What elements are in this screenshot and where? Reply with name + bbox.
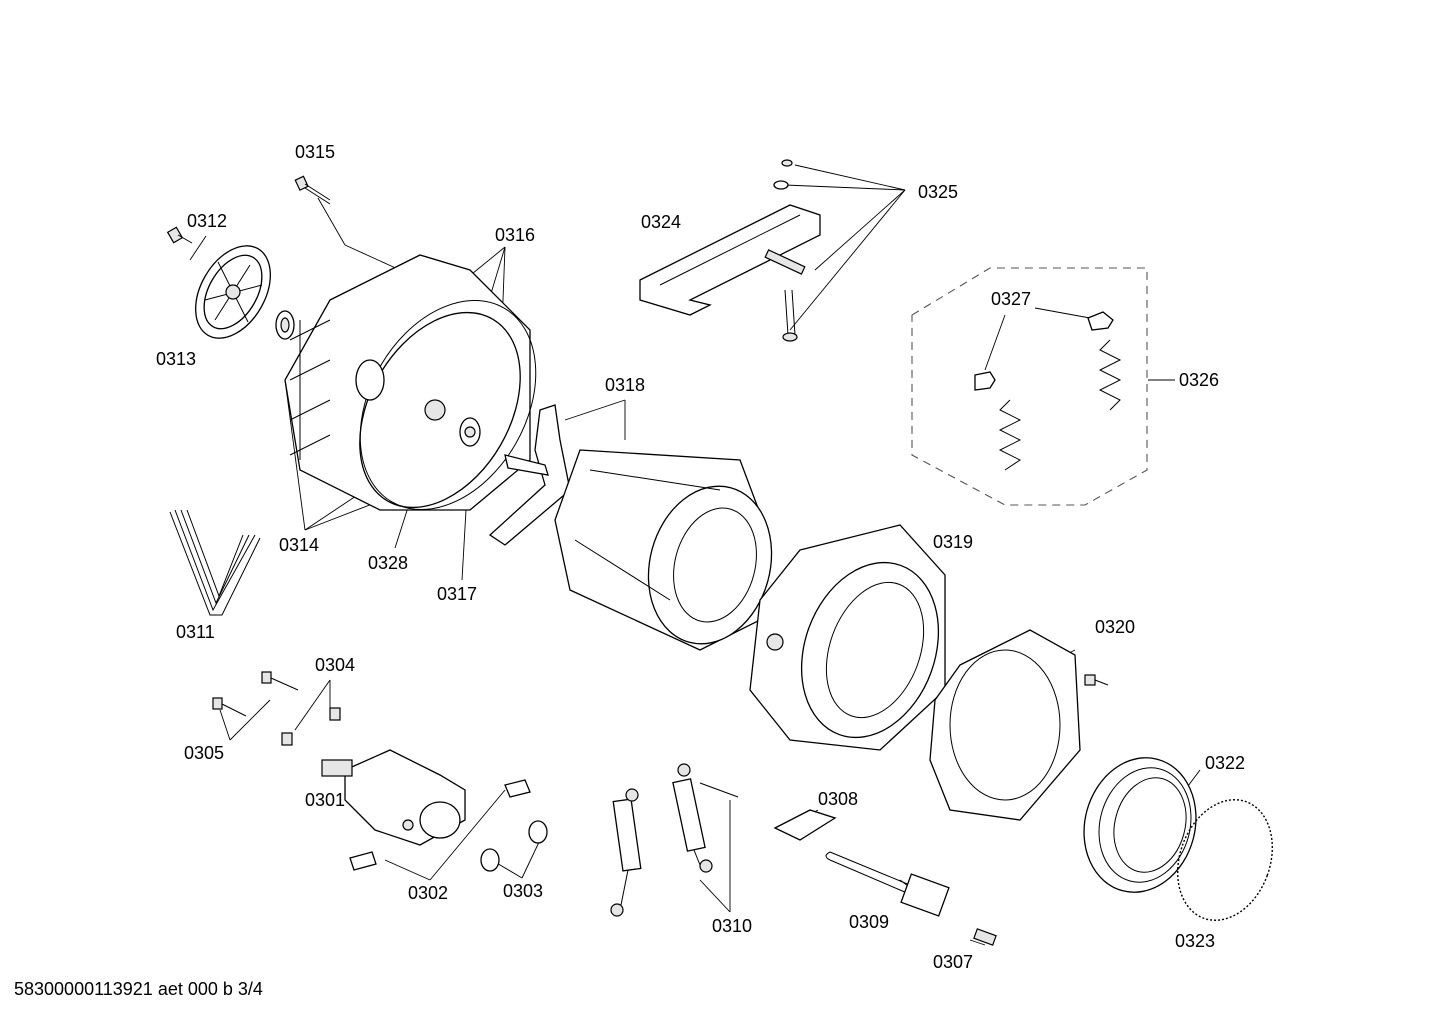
label-0312: 0312 <box>187 211 227 231</box>
label-0309: 0309 <box>849 912 889 932</box>
tub-screw <box>294 175 331 205</box>
label-0320: 0320 <box>1095 617 1135 637</box>
label-0316: 0316 <box>495 225 535 245</box>
seal-clamp-ring <box>1176 799 1274 921</box>
pulley-screw <box>166 226 193 244</box>
label-0315: 0315 <box>295 142 335 162</box>
label-0310: 0310 <box>712 916 752 936</box>
label-0304: 0304 <box>315 655 355 675</box>
drum-spider-shaft <box>488 404 571 546</box>
label-0319: 0319 <box>933 532 973 552</box>
temperature-sensor <box>973 928 997 946</box>
drum-pulley <box>195 245 271 339</box>
label-0324: 0324 <box>641 212 681 232</box>
part-labels: 0315 0312 0316 0313 0324 0325 0327 0326 … <box>156 142 1245 972</box>
label-0323: 0323 <box>1175 931 1215 951</box>
suspension-springs <box>974 311 1122 471</box>
label-0318: 0318 <box>605 375 645 395</box>
label-0313: 0313 <box>156 349 196 369</box>
shock-absorbers <box>610 763 739 917</box>
label-0311: 0311 <box>176 622 215 642</box>
spring-kit-boundary <box>911 267 1148 506</box>
bracket-fasteners <box>773 159 798 342</box>
label-0308: 0308 <box>818 789 858 809</box>
label-0302: 0302 <box>408 883 448 903</box>
rear-tub-half <box>284 254 537 511</box>
label-0301: 0301 <box>305 790 345 810</box>
door-seal <box>1083 757 1197 893</box>
motor-carbon-brushes <box>349 779 531 871</box>
drive-motor <box>321 749 466 846</box>
label-0314: 0314 <box>279 535 319 555</box>
counterweight-bracket <box>639 204 821 316</box>
document-footer-code: 58300000113921 aet 000 b 3/4 <box>14 979 263 999</box>
motor-bushings <box>480 820 548 872</box>
tub-front-ring <box>929 629 1109 821</box>
bearing-set <box>275 310 295 340</box>
label-0325: 0325 <box>918 182 958 202</box>
front-tub-half <box>749 524 946 751</box>
label-0326: 0326 <box>1179 370 1219 390</box>
label-0307: 0307 <box>933 952 973 972</box>
motor-mount-screws <box>212 671 341 746</box>
label-0305: 0305 <box>184 743 224 763</box>
label-0327: 0327 <box>991 289 1031 309</box>
label-0303: 0303 <box>503 881 543 901</box>
label-0317: 0317 <box>437 584 477 604</box>
label-0322: 0322 <box>1205 753 1245 773</box>
label-0328: 0328 <box>368 553 408 573</box>
drive-belt <box>169 509 261 616</box>
washing-drum <box>554 449 773 651</box>
heater-bracket <box>773 809 837 841</box>
heating-element <box>825 851 950 917</box>
